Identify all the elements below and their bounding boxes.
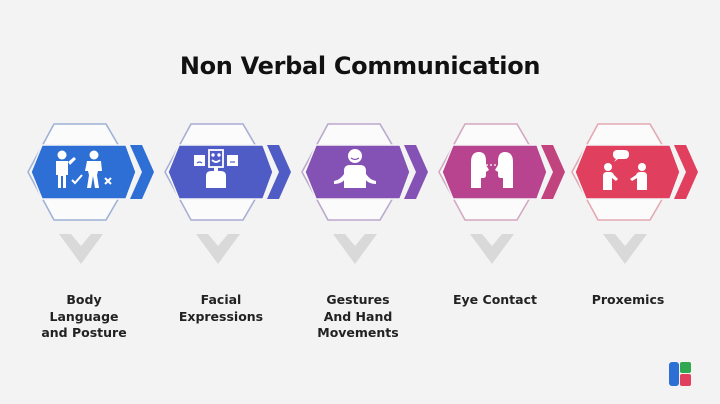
step-proxemics: Proxemics — [570, 118, 706, 348]
eye-contact-icon — [471, 152, 513, 188]
chevron-down-icon — [196, 234, 240, 264]
step-gestures: Gestures And Hand Movements — [300, 118, 436, 348]
hexagon-badge — [27, 123, 154, 221]
gestures-icon — [334, 149, 376, 188]
step-label: Proxemics — [591, 292, 665, 307]
proxemics-icon — [603, 150, 647, 190]
step-label: Facial Expressions — [178, 292, 264, 324]
chevron-down-icon — [470, 234, 514, 264]
step-label: Body Language and Posture — [41, 292, 127, 340]
page-title: Non Verbal Communication — [179, 52, 541, 80]
body-posture-icon — [56, 150, 112, 188]
hexagon-badge — [301, 123, 428, 221]
facial-expressions-icon — [194, 149, 238, 188]
hexagon-badge — [438, 123, 565, 221]
hexagon-badge — [571, 123, 698, 221]
step-label: Eye Contact — [453, 292, 537, 307]
step-body-language: Body Language and Posture — [26, 118, 162, 348]
chevron-down-icon — [333, 234, 377, 264]
chevron-down-icon — [603, 234, 647, 264]
step-facial-expressions: Facial Expressions — [163, 118, 299, 348]
hexagon-badge — [164, 123, 291, 221]
chevron-down-icon — [59, 234, 103, 264]
brand-logo-icon — [669, 362, 691, 386]
step-eye-contact: Eye Contact — [437, 118, 573, 348]
step-label: Gestures And Hand Movements — [317, 292, 399, 340]
